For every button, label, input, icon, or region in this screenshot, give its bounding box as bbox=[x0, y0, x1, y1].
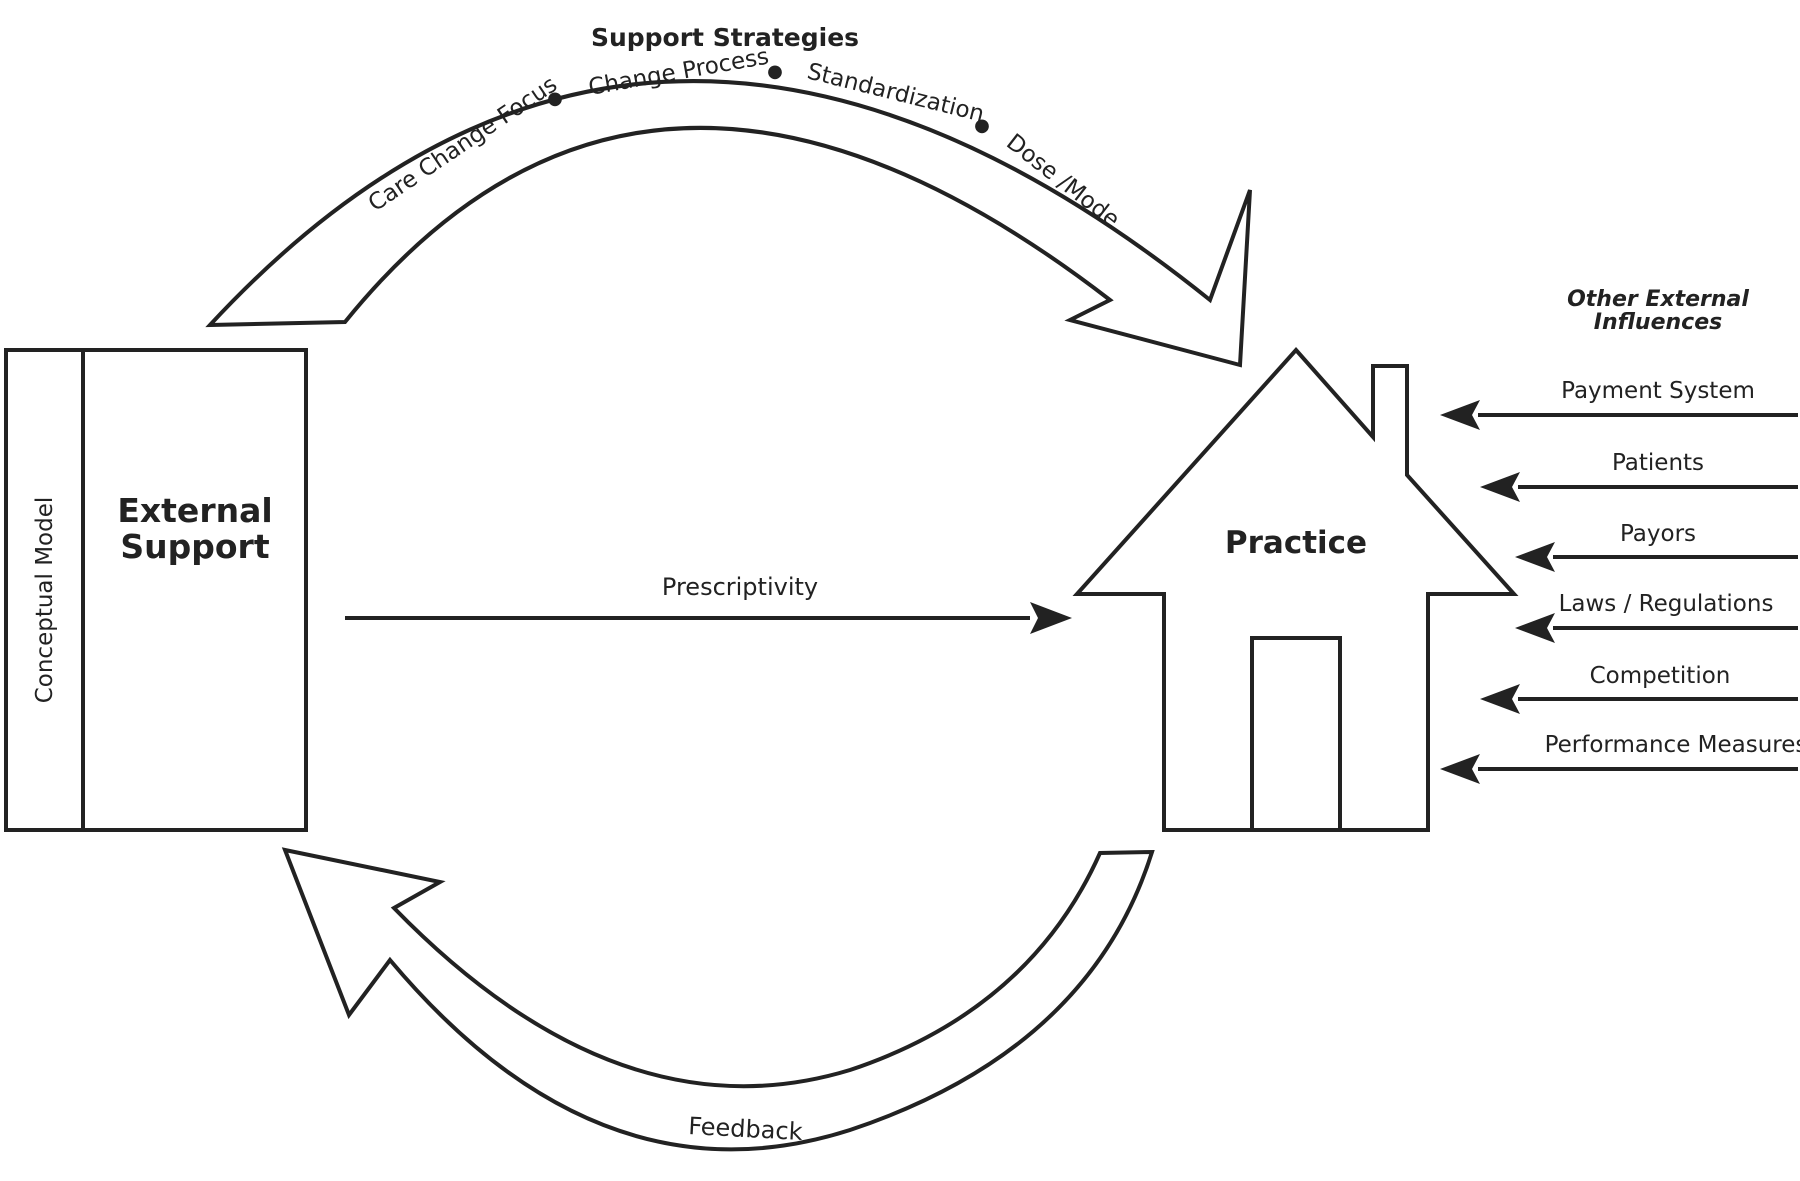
practice-house bbox=[1072, 346, 1519, 832]
external-support-box bbox=[4, 348, 308, 832]
feedback-label: Feedback bbox=[688, 1112, 804, 1146]
external-support-title-line1: External bbox=[117, 491, 272, 530]
influence-label-payors: Payors bbox=[1620, 521, 1696, 547]
influence-label-patients: Patients bbox=[1612, 450, 1704, 476]
influence-payors: Payors bbox=[1515, 521, 1798, 572]
prescriptivity-label: Prescriptivity bbox=[662, 573, 818, 601]
influences-title-line2: Influences bbox=[1594, 310, 1722, 335]
bullet-3: ● bbox=[974, 115, 990, 136]
prescriptivity-arrow bbox=[345, 602, 1072, 634]
influence-payment-system: Payment System bbox=[1440, 378, 1798, 430]
influences-title-line1: Other External bbox=[1567, 287, 1749, 312]
influence-label-performance-measures: Performance Measures bbox=[1545, 732, 1800, 758]
external-support-title-line2: Support bbox=[120, 527, 269, 566]
influence-competition: Competition bbox=[1480, 663, 1798, 714]
feedback-arrow bbox=[281, 847, 1155, 1152]
support-strategies-title: Support Strategies bbox=[591, 23, 859, 52]
bullet-1: ● bbox=[547, 88, 563, 109]
practice-label: Practice bbox=[1225, 525, 1367, 561]
influence-label-laws-regulations: Laws / Regulations bbox=[1559, 591, 1774, 617]
influence-label-competition: Competition bbox=[1590, 663, 1731, 689]
conceptual-model-label: Conceptual Model bbox=[32, 497, 58, 704]
influence-laws-regulations: Laws / Regulations bbox=[1515, 591, 1798, 643]
support-strategies-arrow bbox=[205, 79, 1252, 368]
influence-label-payment-system: Payment System bbox=[1561, 378, 1755, 404]
influence-performance-measures: Performance Measures bbox=[1440, 732, 1800, 784]
influence-patients: Patients bbox=[1480, 450, 1798, 502]
bullet-2: ● bbox=[767, 61, 783, 82]
